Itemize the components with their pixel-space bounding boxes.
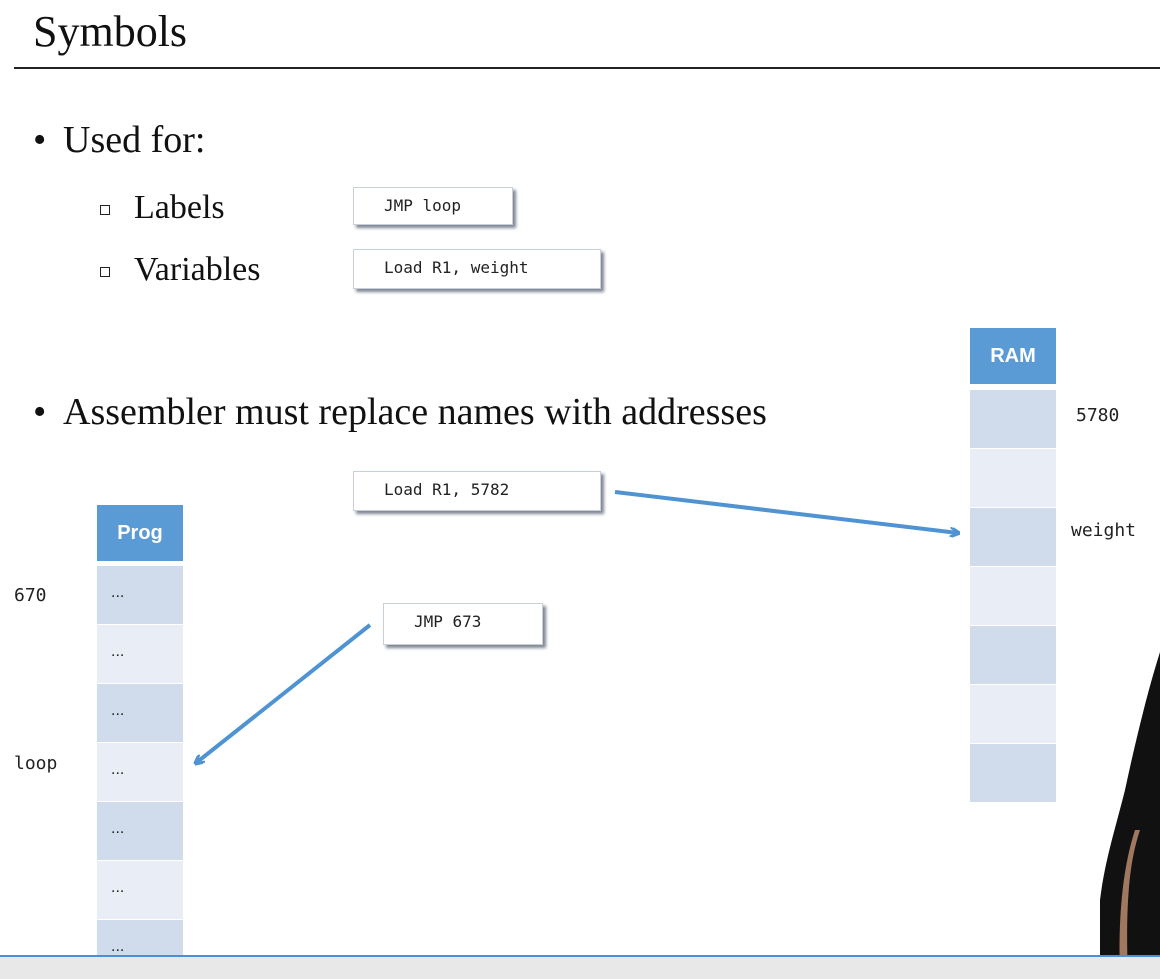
prog-label-loop: loop <box>14 753 58 774</box>
bullet-text: Used for: <box>63 119 206 161</box>
code-box-jmp-loop: JMP loop <box>353 187 513 225</box>
ram-label-weight: weight <box>1071 520 1137 541</box>
video-player-bar <box>0 955 1160 979</box>
prog-column: Prog ... ... ... ... ... ... ... <box>97 505 183 978</box>
subitem-text: Variables <box>134 251 261 288</box>
code-box-jmp-673: JMP 673 <box>383 603 543 645</box>
bullet-dot: • <box>33 119 47 161</box>
ram-cell <box>970 743 1056 802</box>
square-bullet-icon <box>100 267 110 278</box>
prog-cell: ... <box>97 565 183 624</box>
prog-cell: ... <box>97 683 183 742</box>
bullet-used-for: • Used for: <box>33 118 205 162</box>
arrow-to-weight <box>614 490 958 533</box>
slide-title: Symbols <box>33 7 188 56</box>
ram-cell <box>970 389 1056 448</box>
prog-cell: ... <box>97 624 183 683</box>
bullet-assembler: • Assembler must replace names with addre… <box>33 390 767 434</box>
ram-cell <box>970 448 1056 507</box>
square-bullet-icon <box>100 205 110 216</box>
subitem-variables: Variables <box>100 250 261 290</box>
ram-address-5780: 5780 <box>1076 405 1120 426</box>
code-box-load-5782: Load R1, 5782 <box>353 471 601 511</box>
ram-cell <box>970 684 1056 743</box>
arrow-to-loop <box>196 623 372 763</box>
subitem-labels: Labels <box>100 188 225 228</box>
prog-header: Prog <box>97 505 183 561</box>
subitem-text: Labels <box>134 189 225 226</box>
prog-cell: ... <box>97 742 183 801</box>
presenter-silhouette <box>1100 652 1160 977</box>
title-rule <box>14 67 1160 69</box>
prog-cell: ... <box>97 860 183 919</box>
bullet-dot: • <box>33 391 47 433</box>
ram-header: RAM <box>970 328 1056 384</box>
ram-cell <box>970 625 1056 684</box>
code-box-load-weight: Load R1, weight <box>353 249 601 289</box>
prog-address-670: 670 <box>14 585 47 606</box>
ram-cell <box>970 507 1056 566</box>
ram-cell <box>970 566 1056 625</box>
ram-column: RAM <box>970 328 1056 802</box>
prog-cell: ... <box>97 801 183 860</box>
bullet-text: Assembler must replace names with addres… <box>63 391 767 433</box>
